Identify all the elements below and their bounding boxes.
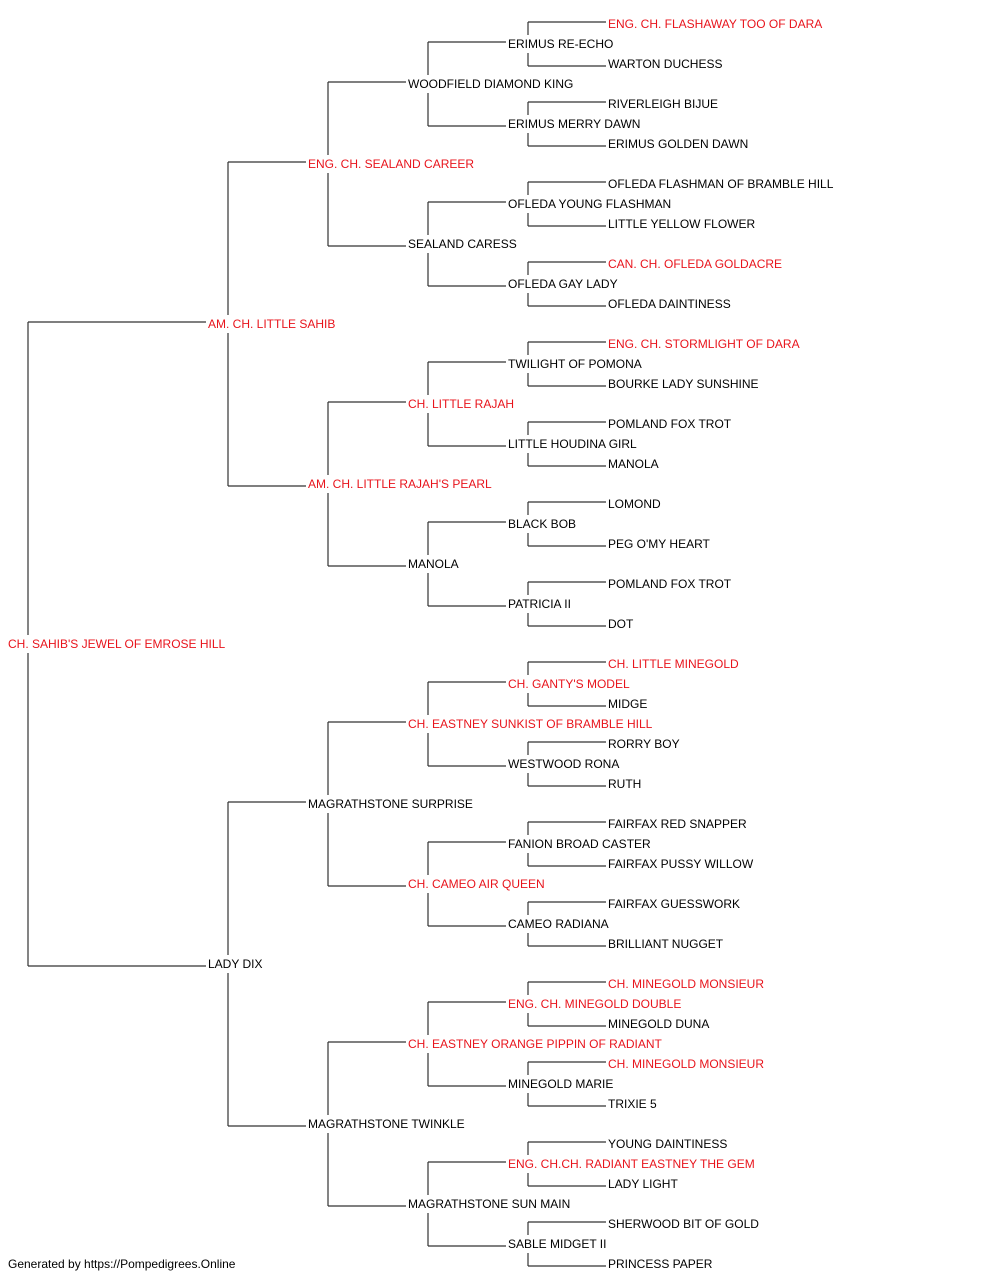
pedigree-name-gen4: OFLEDA YOUNG FLASHMAN	[508, 197, 671, 211]
pedigree-name-gen4: LITTLE HOUDINA GIRL	[508, 437, 637, 451]
pedigree-name-gen4: OFLEDA GAY LADY	[508, 277, 618, 291]
pedigree-name-gen4: PATRICIA II	[508, 597, 571, 611]
pedigree-name-gen5: CH. LITTLE MINEGOLD	[608, 657, 739, 671]
pedigree-name-gen5: OFLEDA FLASHMAN OF BRAMBLE HILL	[608, 177, 834, 191]
pedigree-name-gen1: AM. CH. LITTLE SAHIB	[208, 317, 335, 331]
pedigree-name-gen4: WESTWOOD RONA	[508, 757, 619, 771]
pedigree-name-gen5: MANOLA	[608, 457, 659, 471]
pedigree-connectors	[27, 21, 606, 1267]
pedigree-name-gen5: ENG. CH. FLASHAWAY TOO OF DARA	[608, 17, 822, 31]
pedigree-name-gen3: CH. EASTNEY SUNKIST OF BRAMBLE HILL	[408, 717, 653, 731]
pedigree-name-gen5: BOURKE LADY SUNSHINE	[608, 377, 759, 391]
pedigree-name-gen5: FAIRFAX GUESSWORK	[608, 897, 740, 911]
pedigree-name-gen3: WOODFIELD DIAMOND KING	[408, 77, 573, 91]
pedigree-name-gen4: TWILIGHT OF POMONA	[508, 357, 642, 371]
pedigree-name-gen5: CAN. CH. OFLEDA GOLDACRE	[608, 257, 782, 271]
pedigree-name-gen3: CH. LITTLE RAJAH	[408, 397, 514, 411]
pedigree-name-gen5: RUTH	[608, 777, 641, 791]
pedigree-name-gen5: LADY LIGHT	[608, 1177, 678, 1191]
pedigree-name-gen5: LOMOND	[608, 497, 661, 511]
pedigree-name-gen5: YOUNG DAINTINESS	[608, 1137, 727, 1151]
pedigree-name-gen5: CH. MINEGOLD MONSIEUR	[608, 977, 764, 991]
pedigree-name-gen2: MAGRATHSTONE SURPRISE	[308, 797, 473, 811]
pedigree-name-gen5: RIVERLEIGH BIJUE	[608, 97, 718, 111]
pedigree-name-gen4: ENG. CH. MINEGOLD DOUBLE	[508, 997, 681, 1011]
pedigree-name-gen4: SABLE MIDGET II	[508, 1237, 606, 1251]
pedigree-name-gen4: ENG. CH.CH. RADIANT EASTNEY THE GEM	[508, 1157, 755, 1171]
pedigree-name-gen5: FAIRFAX RED SNAPPER	[608, 817, 747, 831]
pedigree-name-gen5: POMLAND FOX TROT	[608, 577, 732, 591]
pedigree-name-gen5: CH. MINEGOLD MONSIEUR	[608, 1057, 764, 1071]
pedigree-name-gen5: MINEGOLD DUNA	[608, 1017, 709, 1031]
pedigree-name-gen5: BRILLIANT NUGGET	[608, 937, 724, 951]
pedigree-name-gen2: AM. CH. LITTLE RAJAH'S PEARL	[308, 477, 492, 491]
pedigree-name-gen2: ENG. CH. SEALAND CAREER	[308, 157, 474, 171]
pedigree-name-gen4: FANION BROAD CASTER	[508, 837, 651, 851]
pedigree-name-gen5: OFLEDA DAINTINESS	[608, 297, 731, 311]
pedigree-name-gen4: ERIMUS MERRY DAWN	[508, 117, 640, 131]
pedigree-name-gen5: WARTON DUCHESS	[608, 57, 722, 71]
pedigree-name-gen5: MIDGE	[608, 697, 647, 711]
pedigree-name-gen5: FAIRFAX PUSSY WILLOW	[608, 857, 754, 871]
pedigree-name-gen3: CH. CAMEO AIR QUEEN	[408, 877, 545, 891]
pedigree-name-gen4: CAMEO RADIANA	[508, 917, 609, 931]
pedigree-name-gen5: SHERWOOD BIT OF GOLD	[608, 1217, 759, 1231]
pedigree-name-gen2: MAGRATHSTONE TWINKLE	[308, 1117, 465, 1131]
pedigree-name-gen0: CH. SAHIB'S JEWEL OF EMROSE HILL	[8, 637, 226, 651]
pedigree-name-gen5: DOT	[608, 617, 634, 631]
pedigree-name-gen5: PRINCESS PAPER	[608, 1257, 713, 1271]
pedigree-name-gen5: ERIMUS GOLDEN DAWN	[608, 137, 748, 151]
pedigree-name-gen1: LADY DIX	[208, 957, 262, 971]
pedigree-name-gen5: PEG O'MY HEART	[608, 537, 711, 551]
pedigree-name-gen5: TRIXIE 5	[608, 1097, 657, 1111]
pedigree-name-gen4: CH. GANTY'S MODEL	[508, 677, 630, 691]
pedigree-name-gen5: POMLAND FOX TROT	[608, 417, 732, 431]
pedigree-name-gen3: MAGRATHSTONE SUN MAIN	[408, 1197, 570, 1211]
pedigree-names: CH. SAHIB'S JEWEL OF EMROSE HILL AM. CH. …	[8, 17, 834, 1271]
pedigree-name-gen3: MANOLA	[408, 557, 459, 571]
pedigree-name-gen4: ERIMUS RE-ECHO	[508, 37, 613, 51]
pedigree-name-gen5: RORRY BOY	[608, 737, 680, 751]
pedigree-name-gen3: CH. EASTNEY ORANGE PIPPIN OF RADIANT	[408, 1037, 662, 1051]
pedigree-name-gen5: LITTLE YELLOW FLOWER	[608, 217, 755, 231]
pedigree-name-gen5: ENG. CH. STORMLIGHT OF DARA	[608, 337, 800, 351]
pedigree-name-gen4: BLACK BOB	[508, 517, 576, 531]
footer-credit: Generated by https://Pompedigrees.Online	[8, 1257, 236, 1271]
pedigree-name-gen4: MINEGOLD MARIE	[508, 1077, 613, 1091]
pedigree-name-gen3: SEALAND CARESS	[408, 237, 517, 251]
